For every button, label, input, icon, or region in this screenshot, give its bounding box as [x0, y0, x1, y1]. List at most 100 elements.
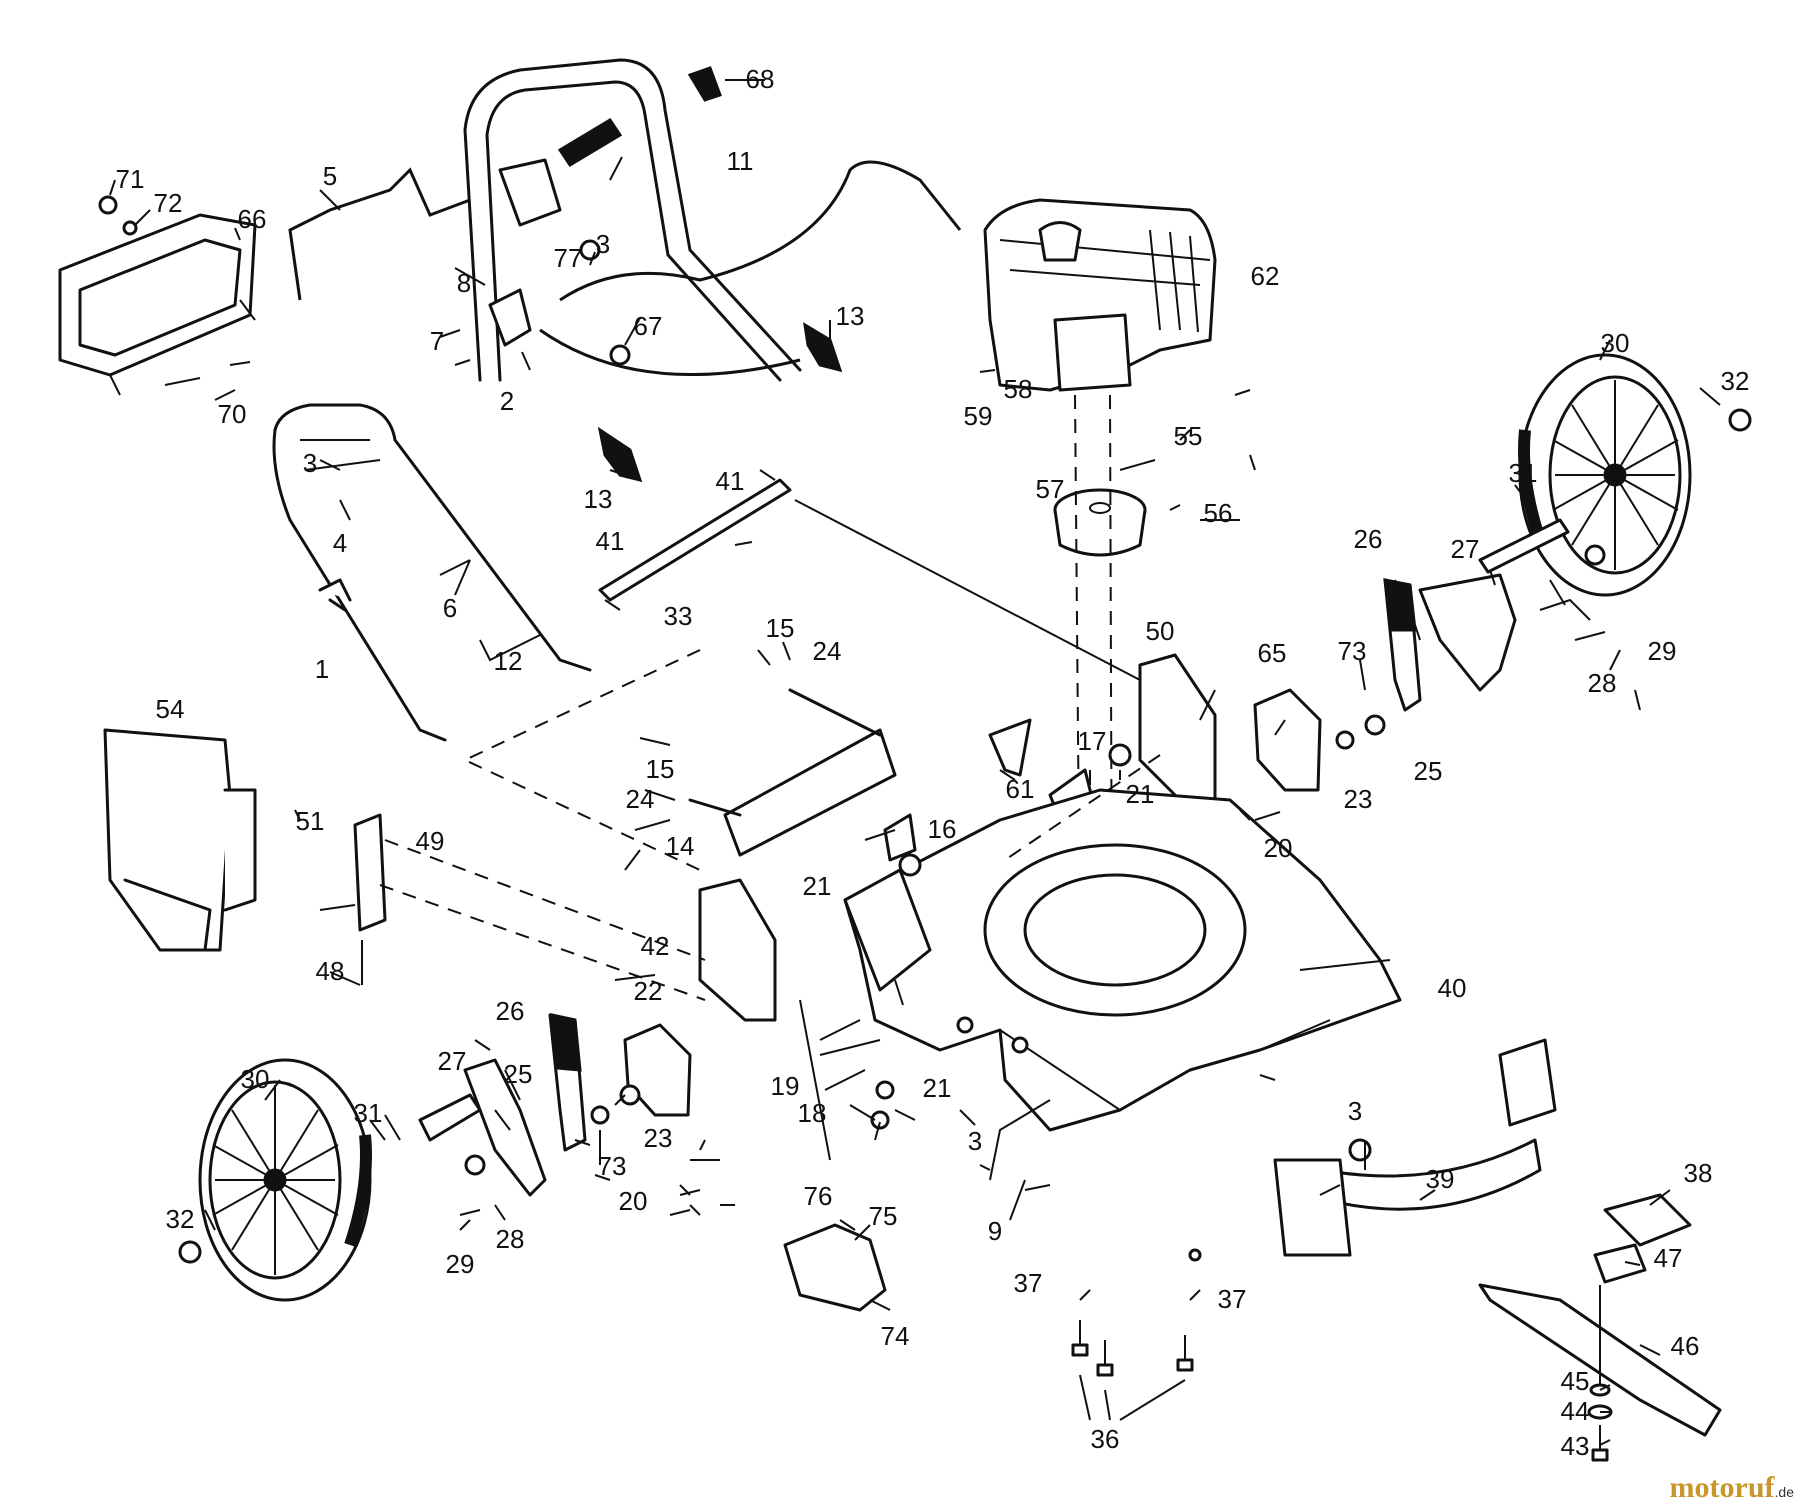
- part-13-knob-upper: [803, 322, 843, 373]
- callout-44: 44: [1561, 1396, 1590, 1426]
- callout-24: 24: [813, 636, 842, 666]
- callout-3: 3: [968, 1126, 982, 1156]
- callout-28: 28: [1588, 668, 1617, 698]
- callout-50: 50: [1146, 616, 1175, 646]
- callout-29: 29: [446, 1249, 475, 1279]
- part-27-axle-bracket-right: [1418, 573, 1517, 692]
- callout-49: 49: [416, 826, 445, 856]
- callout-77: 77: [554, 243, 583, 273]
- callout-56: 56: [1204, 498, 1233, 528]
- callout-27: 27: [1451, 534, 1480, 564]
- callout-42: 42: [641, 931, 670, 961]
- part-74-mulch-plug: [783, 1223, 887, 1312]
- callout-31: 31: [354, 1098, 383, 1128]
- callout-41: 41: [716, 466, 745, 496]
- callout-27: 27: [438, 1046, 467, 1076]
- part-54-grass-catcher: [103, 728, 257, 952]
- part-47-blade-adapter: [1593, 1243, 1647, 1284]
- callout-21: 21: [923, 1073, 952, 1103]
- callout-39: 39: [1426, 1164, 1455, 1194]
- part-5-control-rod: [288, 167, 471, 301]
- callout-18: 18: [798, 1098, 827, 1128]
- part-1-lower-handle: [272, 403, 592, 742]
- callout-11: 11: [727, 146, 754, 176]
- part-24-pivot-rod: [688, 688, 882, 817]
- callout-25: 25: [1414, 756, 1443, 786]
- callout-73: 73: [598, 1151, 627, 1181]
- callout-4: 4: [333, 528, 347, 558]
- callout-68: 68: [746, 64, 775, 94]
- part-8-bracket: [488, 288, 532, 347]
- callout-20: 20: [619, 1186, 648, 1216]
- part-40-deck: [843, 788, 1402, 1132]
- callout-76: 76: [804, 1181, 833, 1211]
- callout-74: 74: [881, 1321, 910, 1351]
- part-30-wheel-left: [198, 1058, 372, 1302]
- callout-70: 70: [218, 399, 247, 429]
- part-39-end-plate-left: [1273, 1158, 1352, 1257]
- callout-30: 30: [1601, 328, 1630, 358]
- callout-13: 13: [836, 301, 865, 331]
- callout-7: 7: [430, 326, 444, 356]
- callout-29: 29: [1648, 636, 1677, 666]
- part-61-chute-plug: [988, 718, 1032, 777]
- callout-67: 67: [634, 311, 663, 341]
- callout-5: 5: [323, 161, 337, 191]
- part-39-end-plate-right: [1498, 1038, 1557, 1127]
- part-11-upper-handle: [463, 58, 802, 382]
- part-39-blade-baffle: [1278, 1138, 1542, 1211]
- callout-26: 26: [1354, 524, 1383, 554]
- callout-36: 36: [1091, 1424, 1120, 1454]
- callout-57: 57: [1036, 474, 1065, 504]
- callout-45: 45: [1561, 1366, 1590, 1396]
- part-25-lever-right: [1383, 578, 1422, 712]
- misc-fasteners: [98, 195, 1752, 1264]
- callout-28: 28: [496, 1224, 525, 1254]
- watermark-logo: motoruf.de: [1670, 1471, 1794, 1505]
- callout-66: 66: [238, 204, 267, 234]
- callout-55: 55: [1174, 421, 1203, 451]
- callout-65: 65: [1258, 638, 1287, 668]
- watermark-suffix: .de: [1774, 1484, 1794, 1500]
- control-cable: [559, 160, 962, 302]
- callout-21: 21: [803, 871, 832, 901]
- callout-46: 46: [1671, 1331, 1700, 1361]
- callout-23: 23: [644, 1123, 673, 1153]
- callout-12: 12: [494, 646, 523, 676]
- callout-75: 75: [869, 1201, 898, 1231]
- callout-3: 3: [1348, 1096, 1362, 1126]
- callout-41: 41: [596, 526, 625, 556]
- assembly-dash-lines: [379, 649, 1161, 1001]
- callout-30: 30: [241, 1064, 270, 1094]
- assembly-lines: [794, 499, 1601, 1385]
- callout-38: 38: [1684, 1158, 1713, 1188]
- callout-15: 15: [766, 613, 795, 643]
- part-57-pulley: [1053, 488, 1147, 557]
- callout-17: 17: [1078, 726, 1107, 756]
- callout-71: 71: [116, 164, 145, 194]
- part-30-wheel-right: [1518, 353, 1692, 597]
- callout-54: 54: [156, 694, 185, 724]
- callout-16: 16: [928, 814, 957, 844]
- callout-61: 61: [1006, 774, 1035, 804]
- callout-51: 51: [296, 806, 325, 836]
- watermark-main: motoruf: [1669, 1471, 1775, 1504]
- part-38-adapter: [1603, 1193, 1692, 1247]
- callout-40: 40: [1438, 973, 1467, 1003]
- callout-62: 62: [1251, 261, 1280, 291]
- callout-72: 72: [154, 188, 183, 218]
- part-27-axle-bracket-left: [463, 1058, 547, 1197]
- part-49-hinge: [353, 813, 387, 932]
- callout-26: 26: [496, 996, 525, 1026]
- callout-13: 13: [584, 484, 613, 514]
- callout-22: 22: [634, 976, 663, 1006]
- callout-47: 47: [1654, 1243, 1683, 1273]
- callout-73: 73: [1338, 636, 1367, 666]
- callout-3: 3: [596, 229, 610, 259]
- callout-8: 8: [457, 268, 471, 298]
- callout-21: 21: [1126, 779, 1155, 809]
- part-43-45-blade-bolt: [1587, 1383, 1613, 1462]
- part-42-bracket-left: [698, 878, 777, 1022]
- callout-59: 59: [964, 401, 993, 431]
